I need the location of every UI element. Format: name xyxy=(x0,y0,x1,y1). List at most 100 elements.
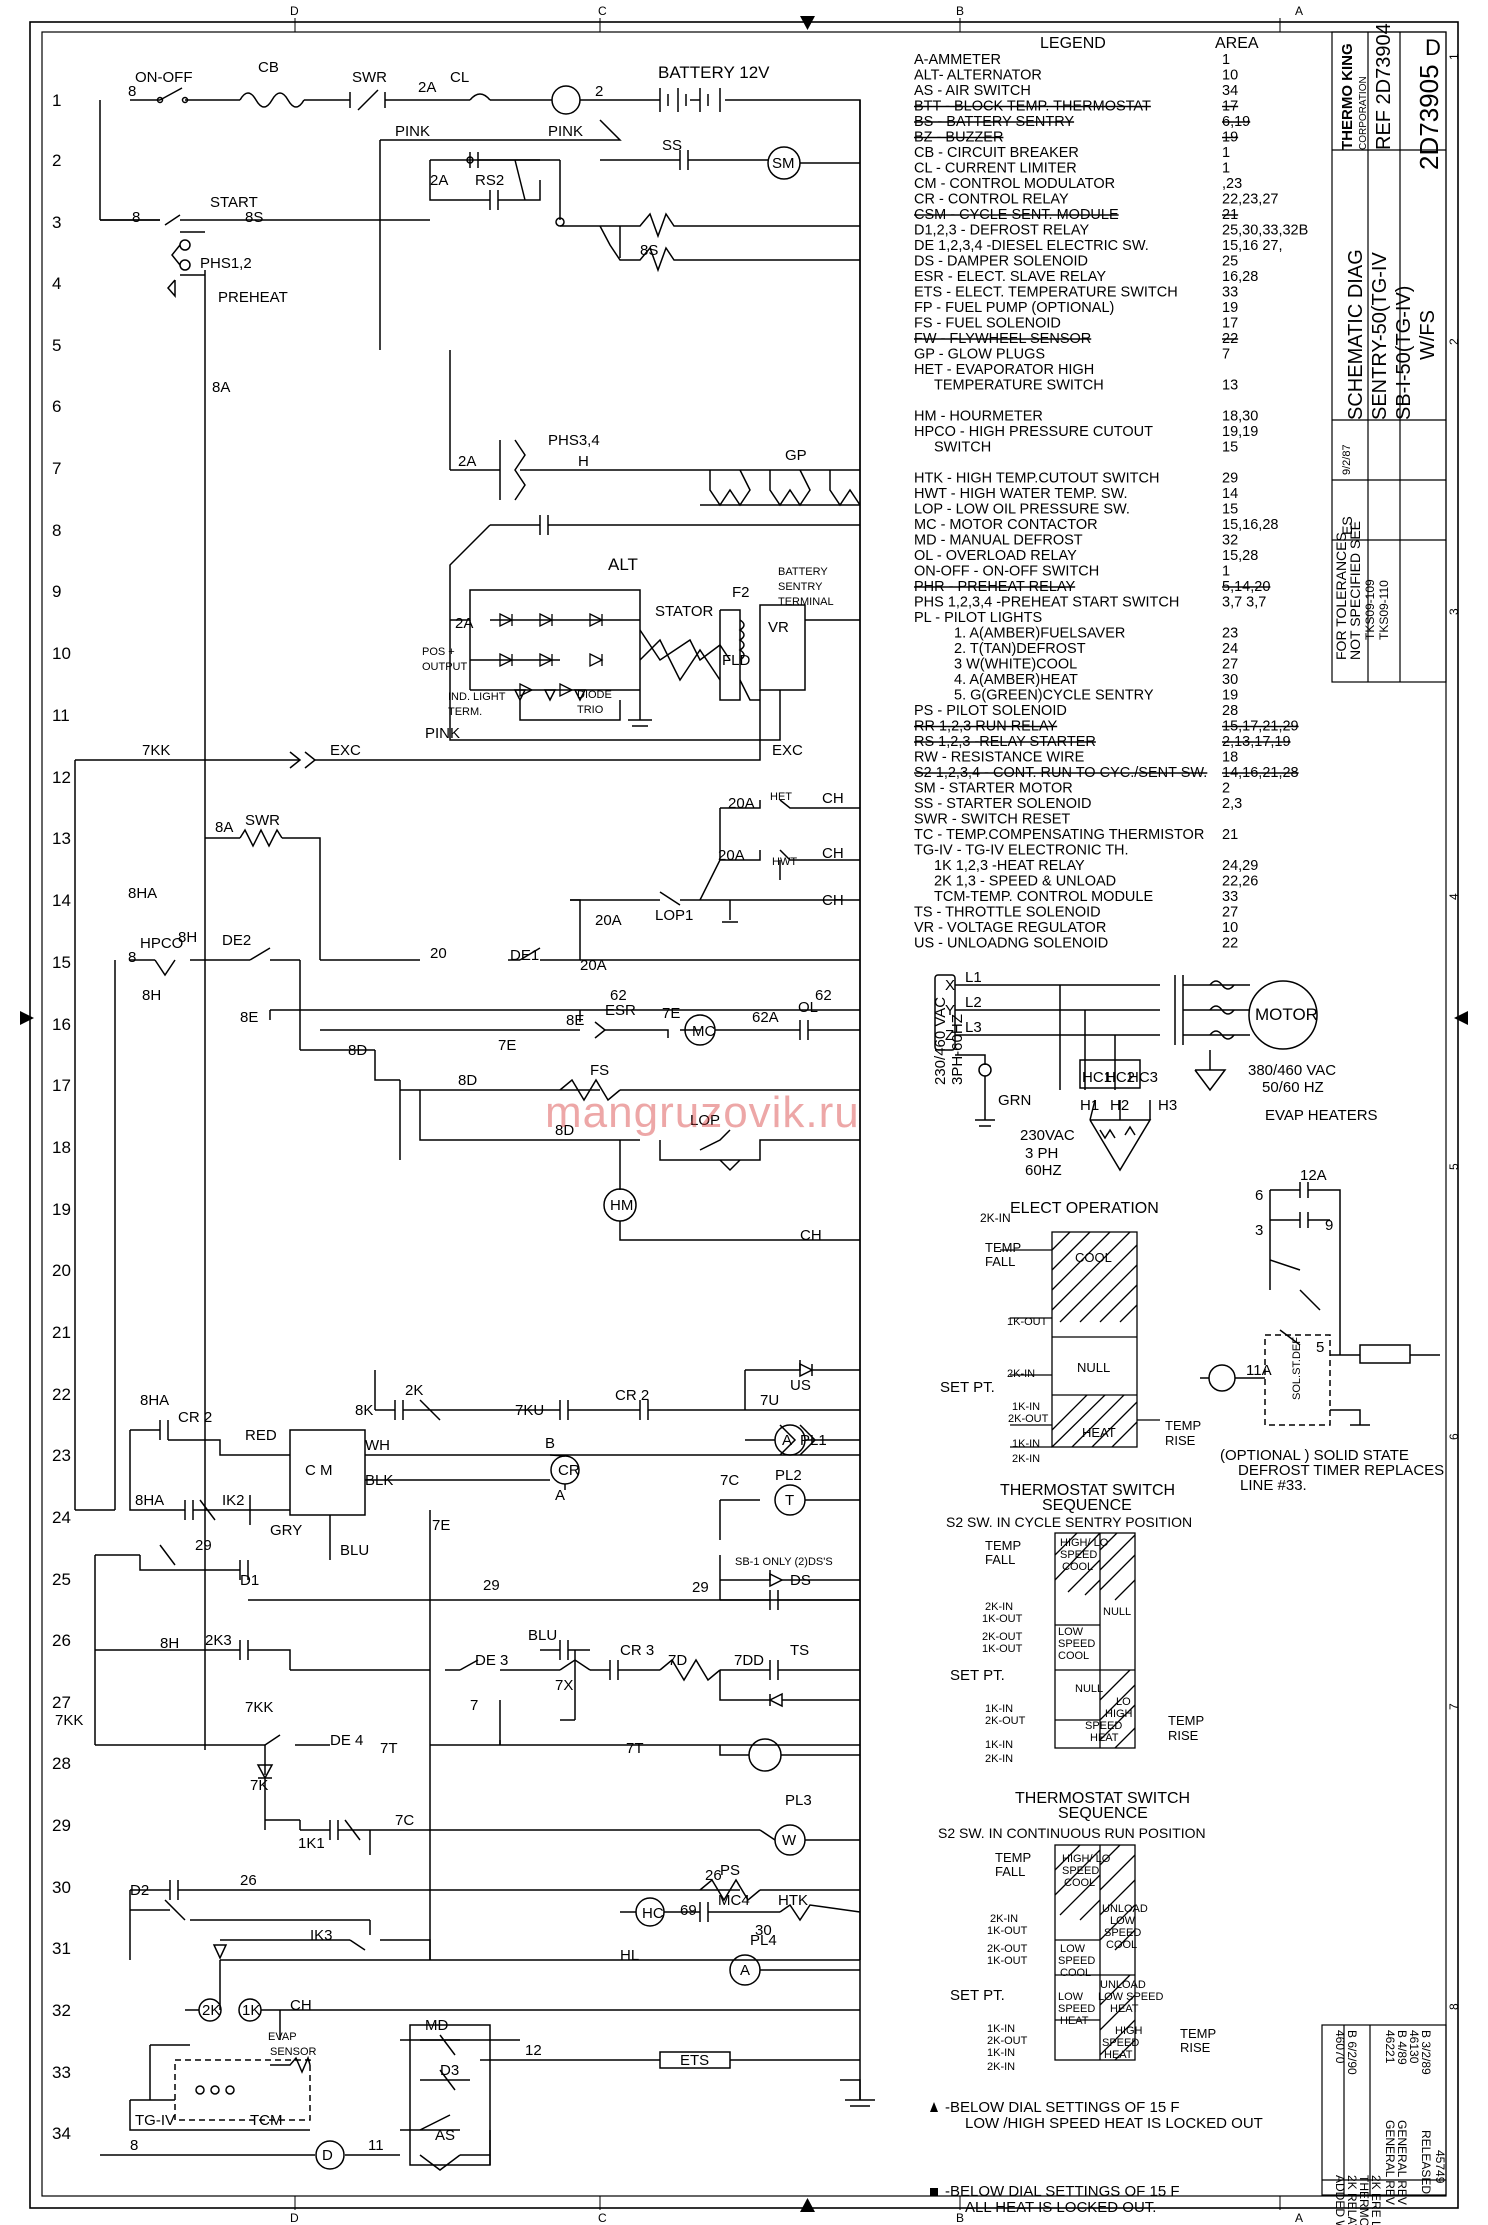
label-vac230: 230VAC xyxy=(1020,1127,1075,1144)
legend-entry-area: 15,16,28 xyxy=(1222,517,1278,533)
label-w20a: 20A xyxy=(595,912,622,929)
title-line-3: SB-I-50(TG-IV) xyxy=(1393,286,1415,420)
row-number-20: 20 xyxy=(52,1261,71,1280)
chart-label-seq1-set-pt: SET PT. xyxy=(950,1667,1005,1684)
label-w8e: 8E xyxy=(240,1009,258,1026)
legend-entry-area: 2 xyxy=(1222,781,1230,797)
label-cb: CB xyxy=(258,59,279,76)
legend-entry: OL - OVERLOAD RELAY xyxy=(914,548,1077,564)
label-d2: D2 xyxy=(130,1882,149,1899)
legend-entry: D1,2,3 - DEFROST RELAY xyxy=(914,223,1089,239)
legend-entry-area: 27 xyxy=(1222,905,1238,921)
chart-label-seq1-lo: LO xyxy=(1116,1696,1131,1708)
label-trio: TRIO xyxy=(577,704,604,716)
legend-entry: ON-OFF - ON-OFF SWITCH xyxy=(914,564,1099,580)
label-w3: 3 xyxy=(1255,1222,1263,1239)
legend-entry: MD - MANUAL DEFROST xyxy=(914,533,1083,549)
label-w62a: 62A xyxy=(752,1009,779,1026)
label-de4: DE 4 xyxy=(330,1732,363,1749)
legend-entry: SWITCH xyxy=(934,440,991,456)
label-w7k: 7K xyxy=(250,1777,268,1794)
legend-entry-area: 17 xyxy=(1222,316,1238,332)
row-number-23: 23 xyxy=(52,1446,71,1465)
label-w7t: 7T xyxy=(380,1740,398,1757)
revision-no-5: 46130 xyxy=(1407,2030,1421,2064)
legend-entry-area: 19 xyxy=(1222,300,1238,316)
note-1-line-2: LOW /HIGH SPEED HEAT IS LOCKED OUT xyxy=(965,2115,1263,2132)
chart-label-seq1-k2-out2: 2K-OUT xyxy=(985,1715,1026,1727)
label-cr: CR xyxy=(558,1462,580,1479)
label-w8ha: 8HA xyxy=(135,1492,164,1509)
chart-label-seq2-ik-in: 1K-IN xyxy=(987,2023,1015,2035)
chart-label-seq2-subtitle: S2 SW. IN CONTINUOUS RUN POSITION xyxy=(938,1825,1206,1841)
col-letter-c-top: C xyxy=(598,4,607,18)
label-lop1: LOP1 xyxy=(655,907,693,924)
tolerance-2: NOT SPECIFIED SEE xyxy=(1347,521,1363,660)
chart-label-seq1-speed3: SPEED xyxy=(1085,1720,1122,1732)
sequence2-chart xyxy=(1054,1844,1136,2061)
revision-text-5: GENERAL REV xyxy=(1383,2120,1397,2205)
chart-label-elect-fall: FALL xyxy=(985,1254,1015,1269)
legend-entry: HM - HOURMETER xyxy=(914,409,1043,425)
legend-entry-area: 24 xyxy=(1222,641,1238,657)
label-md: MD xyxy=(425,2017,448,2034)
label-hl: HL xyxy=(620,1947,639,1964)
chart-label-seq2-low3: LOW xyxy=(1060,1943,1086,1955)
label-ps: PS xyxy=(720,1862,740,1879)
label-pink: PINK xyxy=(425,725,460,742)
legend-entry-area: 1 xyxy=(1222,564,1230,580)
title-line-1: SCHEMATIC DIAG xyxy=(1345,249,1367,420)
legend-entry: RS 1,2,3 -RELAY STARTER xyxy=(914,734,1096,750)
label-cr2: CR 2 xyxy=(615,1387,649,1404)
title-line-2: SENTRY-50(TG-IV xyxy=(1369,252,1391,420)
label-w7u: 7U xyxy=(760,1392,779,1409)
row-number-4: 4 xyxy=(52,274,61,293)
label-a: A xyxy=(782,1432,792,1449)
chart-label-seq1-ik-in2: 1K-IN xyxy=(985,1739,1013,1751)
chart-label-seq2-speed4: SPEED xyxy=(1058,2003,1095,2015)
label-w2a: 2A xyxy=(455,615,473,632)
label-w2a: 2A xyxy=(418,79,436,96)
label-gry: GRY xyxy=(270,1522,302,1539)
revision-no-1: 46070 xyxy=(1333,2030,1347,2064)
chart-label-elect-ik-in2: 1K-IN xyxy=(1012,1438,1040,1450)
row-number-32: 32 xyxy=(52,2001,71,2020)
watermark: mangruzovik.ru xyxy=(545,1088,860,1137)
col-number-2: 2 xyxy=(1447,338,1461,345)
label-w20a: 20A xyxy=(580,957,607,974)
legend-entry: 4. A(AMBER)HEAT xyxy=(954,672,1078,688)
chart-label-seq2-cool3: COOL xyxy=(1060,1967,1091,1979)
row-number-25: 25 xyxy=(52,1570,71,1589)
legend-entry-area: 22,26 xyxy=(1222,874,1258,890)
label-ph: 3 PH xyxy=(1025,1145,1058,1162)
defrost-timer-inset xyxy=(1200,1182,1440,1426)
legend-entry-area: 15 xyxy=(1222,502,1238,518)
chart-label-seq2-ik-out2: 1K-OUT xyxy=(987,1955,1028,1967)
revision-no-2: B 6/2/90 xyxy=(1345,2030,1359,2075)
legend-entry: ALT- ALTERNATOR xyxy=(914,68,1042,84)
legend-entry-area: 25,30,33,32B xyxy=(1222,223,1308,239)
revision-text-3: THERMOSTAT. CORRECT xyxy=(1357,2175,1371,2225)
chart-label-seq2-low4: LOW xyxy=(1058,1991,1084,2003)
chart-label-seq1-ik-in: 1K-IN xyxy=(985,1703,1013,1715)
label-h1: H1 xyxy=(1080,1097,1099,1114)
label-hc2: HC2 xyxy=(1105,1069,1135,1086)
chart-label-seq1-subtitle: S2 SW. IN CYCLE SENTRY POSITION xyxy=(946,1514,1192,1530)
row-number-17: 17 xyxy=(52,1076,71,1095)
chart-label-seq2-speed: SPEED xyxy=(1062,1865,1099,1877)
legend-entry-area: 5,14,20 xyxy=(1222,579,1270,595)
label-motor: MOTOR xyxy=(1255,1005,1318,1024)
chart-label-seq1-high: HIGH xyxy=(1105,1708,1133,1720)
label-blk: BLK xyxy=(365,1472,393,1489)
legend-entry-area: 30 xyxy=(1222,672,1238,688)
label-ch: CH xyxy=(822,892,844,909)
col-letter-d-top: D xyxy=(290,4,299,18)
label-hz60: 60HZ xyxy=(1025,1162,1062,1179)
revision-text-4: 2K ERE LOCATION xyxy=(1369,2175,1383,2225)
chart-label-seq2-ik-out: 1K-OUT xyxy=(987,1925,1028,1937)
label-de2: DE2 xyxy=(222,932,251,949)
label-w7: 7 xyxy=(470,1697,478,1714)
note-2-line-2: ALL HEAT IS LOCKED OUT. xyxy=(965,2199,1156,2216)
